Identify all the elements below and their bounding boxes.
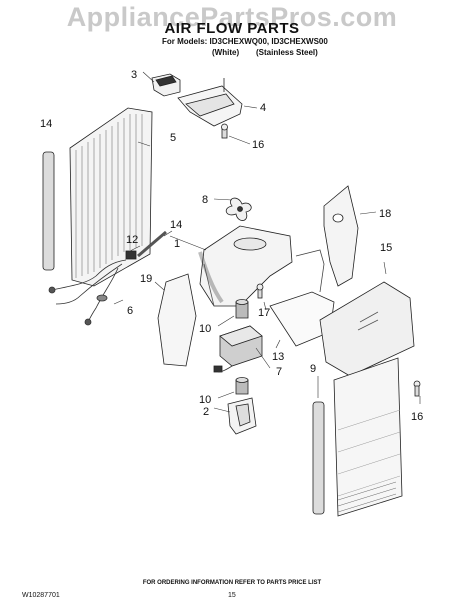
ordering-note: FOR ORDERING INFORMATION REFER TO PARTS … [142,580,322,586]
part-16-screw-right [413,380,421,397]
callout-13: 13 [272,351,284,363]
callout-3: 3 [131,69,137,81]
page-title: AIR FLOW PARTS [164,20,300,37]
callout-14-left: 14 [40,118,52,130]
callout-17-mid: 17 [258,307,270,319]
part-4-bracket [177,78,243,127]
part-14-heater-rod [137,230,167,258]
callout-8: 8 [202,194,208,206]
models-line: For Models: ID3CHEXWQ00, ID3CHEXWS00 [162,37,328,46]
callout-15: 15 [380,242,392,254]
callout-7: 7 [276,366,282,378]
part-19-duct-panel [157,273,197,367]
callout-6: 6 [127,305,133,317]
callout-18: 18 [379,208,391,220]
part-15-evaporator-cover [319,281,415,517]
part-9-foam-strip [312,401,325,515]
callout-9: 9 [310,363,316,375]
part-17-screw-top [221,123,228,139]
variant-stainless: (Stainless Steel) [256,48,318,57]
part-8-fan-blade [225,197,252,221]
callout-12: 12 [126,234,138,246]
part-5-cover-panel [69,107,153,287]
document-id: W10287701 [22,592,60,599]
callout-14-mid: 14 [170,219,182,231]
part-12-terminal [125,250,137,260]
part-17-screw-mid [256,283,264,299]
part-14-foam-strip [42,151,55,271]
callout-1: 1 [174,238,180,250]
part-18-air-duct [323,185,359,287]
part-3-connector [151,73,181,97]
part-6-wire-harness [48,259,127,326]
leader-lines [113,71,421,413]
callout-17-top: 16 [252,139,264,151]
callout-19: 19 [140,273,152,285]
callout-10-upper: 10 [199,323,211,335]
part-7-fan-motor [213,325,263,373]
callout-2: 2 [203,406,209,418]
callout-5: 5 [170,132,176,144]
callout-4: 4 [260,102,266,114]
part-2-motor-bracket [227,397,257,435]
part-10-grommet-upper [235,299,249,319]
variant-white: (White) [212,48,240,57]
part-1-fan-housing [198,225,293,307]
page-number: 15 [228,592,236,599]
callout-10-lower: 10 [199,394,211,406]
callout-16: 16 [411,411,423,423]
part-10-grommet-lower [235,377,249,395]
watermark-text: AppliancePartsPros.com [66,2,398,32]
